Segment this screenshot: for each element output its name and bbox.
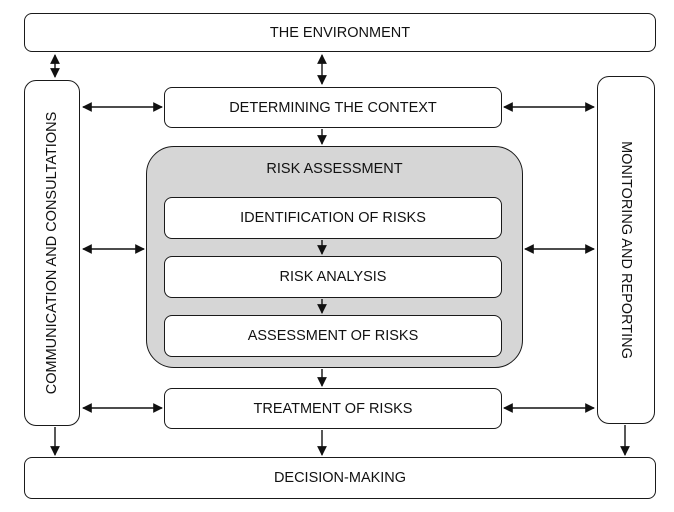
assessment-box: ASSESSMENT OF RISKS (164, 315, 502, 357)
assessment-label: ASSESSMENT OF RISKS (247, 328, 419, 344)
context-box: DETERMINING THE CONTEXT (164, 87, 502, 128)
environment-label: THE ENVIRONMENT (269, 24, 411, 41)
treatment-label: TREATMENT OF RISKS (253, 400, 413, 417)
monitoring-box (597, 76, 655, 424)
communication-box (24, 80, 80, 426)
context-label: DETERMINING THE CONTEXT (229, 99, 437, 116)
risk-assessment-title: RISK ASSESSMENT (266, 161, 403, 177)
treatment-box: TREATMENT OF RISKS (164, 388, 502, 429)
identification-box: IDENTIFICATION OF RISKS (164, 197, 502, 239)
decision-label: DECISION-MAKING (273, 470, 407, 486)
environment-box: THE ENVIRONMENT (24, 13, 656, 52)
analysis-label: RISK ANALYSIS (279, 269, 387, 285)
identification-label: IDENTIFICATION OF RISKS (240, 210, 426, 226)
decision-box: DECISION-MAKING (24, 457, 656, 499)
analysis-box: RISK ANALYSIS (164, 256, 502, 298)
